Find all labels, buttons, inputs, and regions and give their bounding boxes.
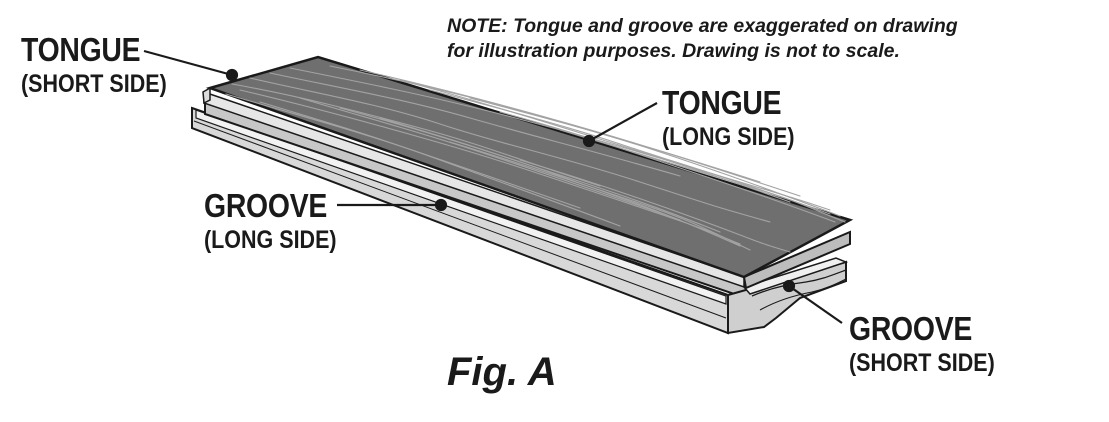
board-end-face: [742, 230, 851, 290]
label-tongue-long-side: TONGUE (LONG SIDE): [662, 86, 816, 150]
label-tongue-short-main: TONGUE: [21, 31, 141, 68]
label-tongue-short-side: TONGUE (SHORT SIDE): [21, 33, 190, 97]
label-tongue-short-sub: (SHORT SIDE): [21, 70, 167, 98]
note-line-1: NOTE: Tongue and groove are exaggerated …: [447, 15, 958, 37]
label-groove-long-side: GROOVE (LONG SIDE): [204, 189, 358, 253]
label-groove-long-sub: (LONG SIDE): [204, 226, 337, 254]
leader-tongue-short: [143, 49, 233, 77]
figure-caption: Fig. A: [447, 350, 557, 394]
groove-curve-short-side-2: [759, 278, 847, 311]
groove-channel-short-side: [742, 257, 849, 295]
groove-lip-highlight: [193, 120, 727, 319]
leader-dot-tongue-long: [582, 134, 596, 148]
label-groove-short-side: GROOVE (SHORT SIDE): [849, 312, 1018, 376]
leader-dot-groove-long: [434, 198, 448, 212]
leader-dot-groove-short: [782, 279, 796, 293]
groove-curve-short-side: [751, 269, 847, 297]
label-groove-short-main: GROOVE: [849, 310, 973, 347]
label-tongue-long-main: TONGUE: [662, 84, 782, 121]
groove-channel-long-side: [195, 109, 727, 305]
label-tongue-long-sub: (LONG SIDE): [662, 123, 795, 151]
label-groove-short-sub: (SHORT SIDE): [849, 349, 995, 377]
note-line-2: for illustration purposes. Drawing is no…: [447, 40, 900, 62]
leader-tongue-long: [588, 102, 658, 142]
drawing-note: NOTE: Tongue and groove are exaggerated …: [447, 14, 958, 64]
leader-lines: [143, 49, 843, 324]
leader-dot-tongue-short: [225, 68, 239, 82]
label-groove-long-main: GROOVE: [204, 187, 328, 224]
leader-groove-short: [788, 285, 843, 324]
tongue-lip-short-side: [202, 86, 211, 105]
